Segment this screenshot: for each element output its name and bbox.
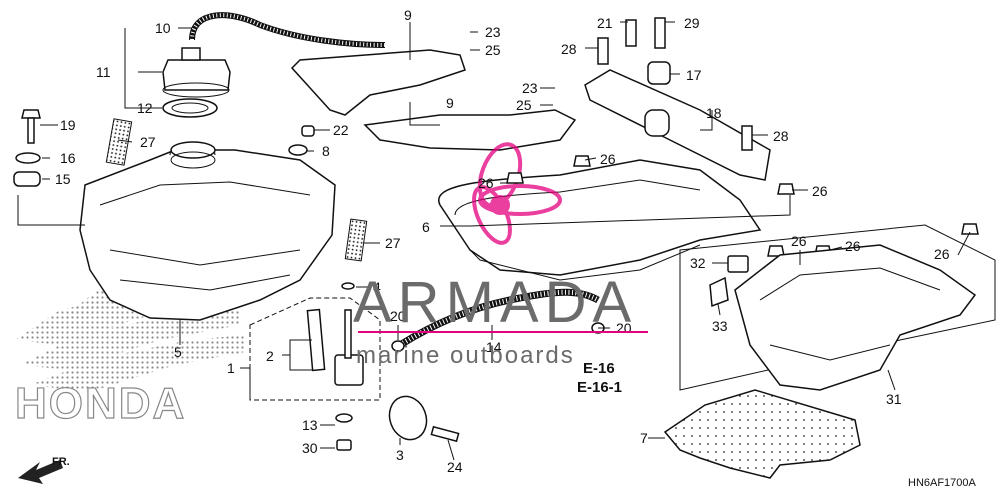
callout-14: 14 (486, 339, 502, 355)
callout-24: 24 (447, 459, 463, 475)
rubber-15 (13, 171, 41, 187)
callout-25-lower: 25 (516, 97, 532, 113)
callout-19: 19 (60, 117, 76, 133)
callout-26-c: 26 (812, 183, 828, 199)
callout-8: 8 (322, 143, 330, 159)
callout-26-e: 26 (845, 238, 861, 254)
floor-mat-7 (663, 389, 861, 479)
seal-4 (341, 282, 355, 290)
fuel-cap (162, 47, 231, 98)
callout-12: 12 (137, 100, 153, 116)
callout-30: 30 (302, 440, 318, 456)
callout-26-a: 26 (600, 151, 616, 167)
callout-11: 11 (96, 64, 111, 80)
callout-33: 33 (712, 318, 728, 334)
collar-16 (15, 152, 41, 164)
fuel-filter-2 (306, 308, 326, 372)
cover-9-lower (363, 109, 577, 151)
callout-29: 29 (684, 15, 700, 31)
watermark-tagline: marine outboards (356, 342, 575, 369)
callout-25-upper: 25 (485, 42, 501, 58)
watermark-brand: ARMADA (353, 270, 637, 335)
grommet-26-c (777, 183, 795, 195)
callout-15: 15 (55, 171, 71, 187)
callout-9-upper: 9 (404, 7, 412, 23)
grommet-26-b (506, 172, 524, 184)
direction-label: FR. (52, 456, 70, 468)
callout-28-top: 28 (561, 41, 577, 57)
callout-26-b: 26 (478, 175, 494, 191)
front-direction-arrow-icon (18, 460, 63, 484)
clip-33 (709, 276, 729, 308)
callout-6: 6 (422, 219, 430, 235)
under-tray-31 (734, 244, 977, 391)
grommet-26-f (961, 223, 979, 235)
bolt-29 (654, 17, 666, 49)
callout-31: 31 (886, 391, 902, 407)
reference-e16-1: E-16-1 (577, 379, 622, 396)
drawing-code: HN6AF1700A (908, 477, 977, 489)
clip-32 (727, 255, 749, 273)
callout-1: 1 (227, 360, 235, 376)
reference-e16: E-16 (583, 360, 615, 377)
callout-3: 3 (396, 447, 404, 463)
callout-2: 2 (266, 348, 274, 364)
cover-9-upper (290, 49, 466, 116)
grommet-26-a (573, 155, 591, 167)
bolt-28-top (597, 37, 609, 65)
callout-27-mid: 27 (385, 235, 401, 251)
callout-4: 4 (373, 279, 381, 295)
fuel-pipe-stem (344, 309, 352, 359)
leader-lines (17, 21, 971, 461)
fuel-unit-group-outline (249, 297, 381, 401)
pipe-stub (644, 109, 670, 137)
bracket-18 (584, 69, 771, 181)
callout-9-lower: 9 (446, 95, 454, 111)
band-27-top (105, 118, 133, 166)
callout-labels: 10 11 12 19 16 15 27 22 8 9 23 25 9 23 2… (55, 7, 950, 475)
post-21 (625, 19, 637, 47)
callout-23-upper: 23 (485, 24, 501, 40)
callout-26-d: 26 (791, 233, 807, 249)
subassembly-outline (679, 224, 996, 391)
bolt-24 (430, 425, 460, 443)
callout-13: 13 (302, 417, 318, 433)
clip-22 (301, 125, 315, 137)
callout-27-top: 27 (140, 134, 156, 150)
damper-17 (647, 61, 671, 85)
callout-10: 10 (155, 20, 171, 36)
band-27-mid (344, 218, 368, 262)
cap-gasket (162, 98, 218, 118)
grommet-8 (288, 144, 308, 156)
callout-17: 17 (686, 67, 702, 83)
callout-7: 7 (640, 430, 648, 446)
bolt-28-right (741, 125, 753, 151)
callout-22: 22 (333, 122, 349, 138)
knob-3 (388, 395, 428, 441)
callout-5: 5 (174, 344, 182, 360)
breather-tube (189, 12, 386, 48)
storage-tray-6 (438, 159, 762, 281)
callout-16: 16 (60, 150, 76, 166)
washer-13 (335, 413, 353, 423)
callout-26-f: 26 (934, 246, 950, 262)
callout-20-left: 20 (390, 308, 406, 324)
clip-20-left (391, 340, 405, 352)
fuel-tank (79, 141, 336, 321)
bolt-19 (21, 109, 41, 144)
callout-21: 21 (597, 15, 613, 31)
callout-18: 18 (706, 105, 722, 121)
nut-30 (336, 439, 352, 451)
callout-23-lower: 23 (522, 80, 538, 96)
callout-32: 32 (690, 255, 706, 271)
honda-wordmark: HONDA (15, 379, 186, 428)
callout-28-right: 28 (773, 128, 789, 144)
armada-logo-mark (472, 142, 562, 245)
